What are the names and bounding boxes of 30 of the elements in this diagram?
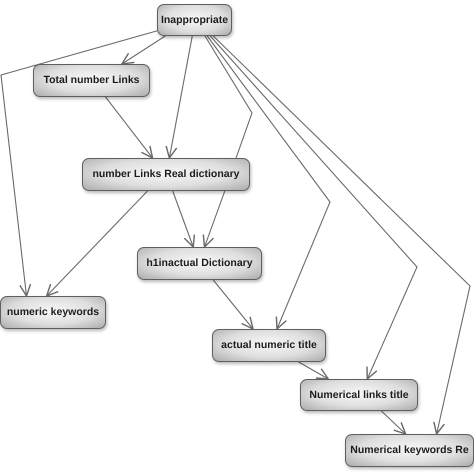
arrow [212, 280, 254, 330]
process-box [157, 4, 232, 36]
arrow [202, 190, 226, 248]
process-box [212, 329, 326, 362]
process-box [0, 296, 106, 329]
arrow [165, 36, 193, 159]
process-box [33, 64, 150, 97]
arrow [298, 362, 330, 380]
box-label: number Links Real dictionary [92, 168, 240, 181]
arrow [210, 36, 418, 380]
process-box [300, 379, 418, 411]
arrow [212, 36, 471, 435]
box-label: Inappropriate [160, 14, 228, 26]
box-label: Numerical keywords Re [350, 444, 469, 457]
process-box [82, 158, 250, 191]
box-label: Numerical links title [309, 388, 409, 402]
arrow [172, 190, 196, 248]
arrow [105, 96, 154, 159]
process-box [137, 247, 262, 280]
box-label: actual numeric title [221, 339, 317, 352]
process-box [345, 434, 474, 467]
arrow [206, 36, 331, 330]
box-label: numeric keywords [6, 306, 100, 319]
arrow [121, 36, 166, 65]
arrow [46, 190, 148, 297]
box-label: Total number Links [43, 74, 140, 87]
arrow [0, 30, 158, 297]
arrow [381, 410, 406, 435]
connector-line [204, 36, 253, 158]
box-label: h1inactual Dictionary [146, 257, 253, 270]
